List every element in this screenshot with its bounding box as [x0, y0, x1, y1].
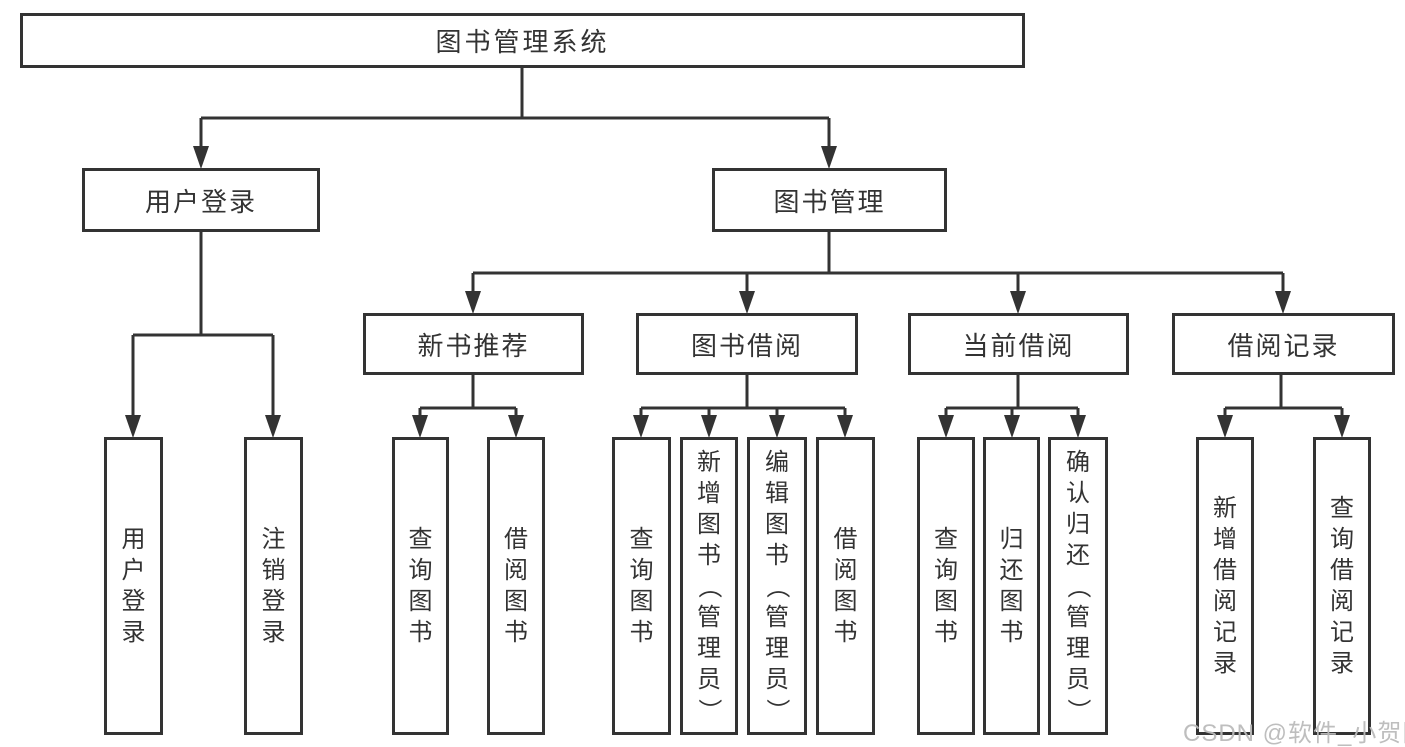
connector-borrow-record-branch [1217, 375, 1350, 438]
node-leaf-query-borrow-record: 查询借阅记录 [1313, 437, 1371, 735]
node-user-login-branch: 用户登录 [82, 168, 320, 232]
connector-current-borrow-branch [938, 375, 1086, 438]
node-leaf-edit-book-admin: 编辑图书（管理员） [747, 437, 807, 735]
connector-book-borrow-branch [633, 375, 853, 438]
node-book-management: 图书管理 [712, 168, 947, 232]
node-leaf-add-book-admin: 新增图书（管理员） [680, 437, 738, 735]
node-new-book-recommend: 新书推荐 [363, 313, 584, 375]
node-leaf-user-login: 用户登录 [104, 437, 163, 735]
node-leaf-confirm-return-admin: 确认归还（管理员） [1048, 437, 1108, 735]
node-leaf-add-borrow-record: 新增借阅记录 [1196, 437, 1254, 735]
connector-book-management-branch [465, 232, 1291, 314]
node-leaf-query-books-3: 查询图书 [917, 437, 975, 735]
node-leaf-query-books-2: 查询图书 [612, 437, 671, 735]
node-root: 图书管理系统 [20, 13, 1025, 68]
node-leaf-logout: 注销登录 [244, 437, 303, 735]
node-book-borrowing: 图书借阅 [636, 313, 858, 375]
node-leaf-query-books-1: 查询图书 [392, 437, 449, 735]
connector-user-login-branch [125, 232, 281, 438]
connector-root-to-level2 [193, 68, 837, 169]
watermark: CSDN @软件_小贺同学 [1183, 720, 1405, 747]
connector-new-book-branch [412, 375, 524, 438]
node-leaf-borrow-books-2: 借阅图书 [816, 437, 875, 735]
node-leaf-return-book: 归还图书 [983, 437, 1040, 735]
node-current-borrowing: 当前借阅 [908, 313, 1129, 375]
node-leaf-borrow-books-1: 借阅图书 [487, 437, 545, 735]
node-borrow-records: 借阅记录 [1172, 313, 1395, 375]
